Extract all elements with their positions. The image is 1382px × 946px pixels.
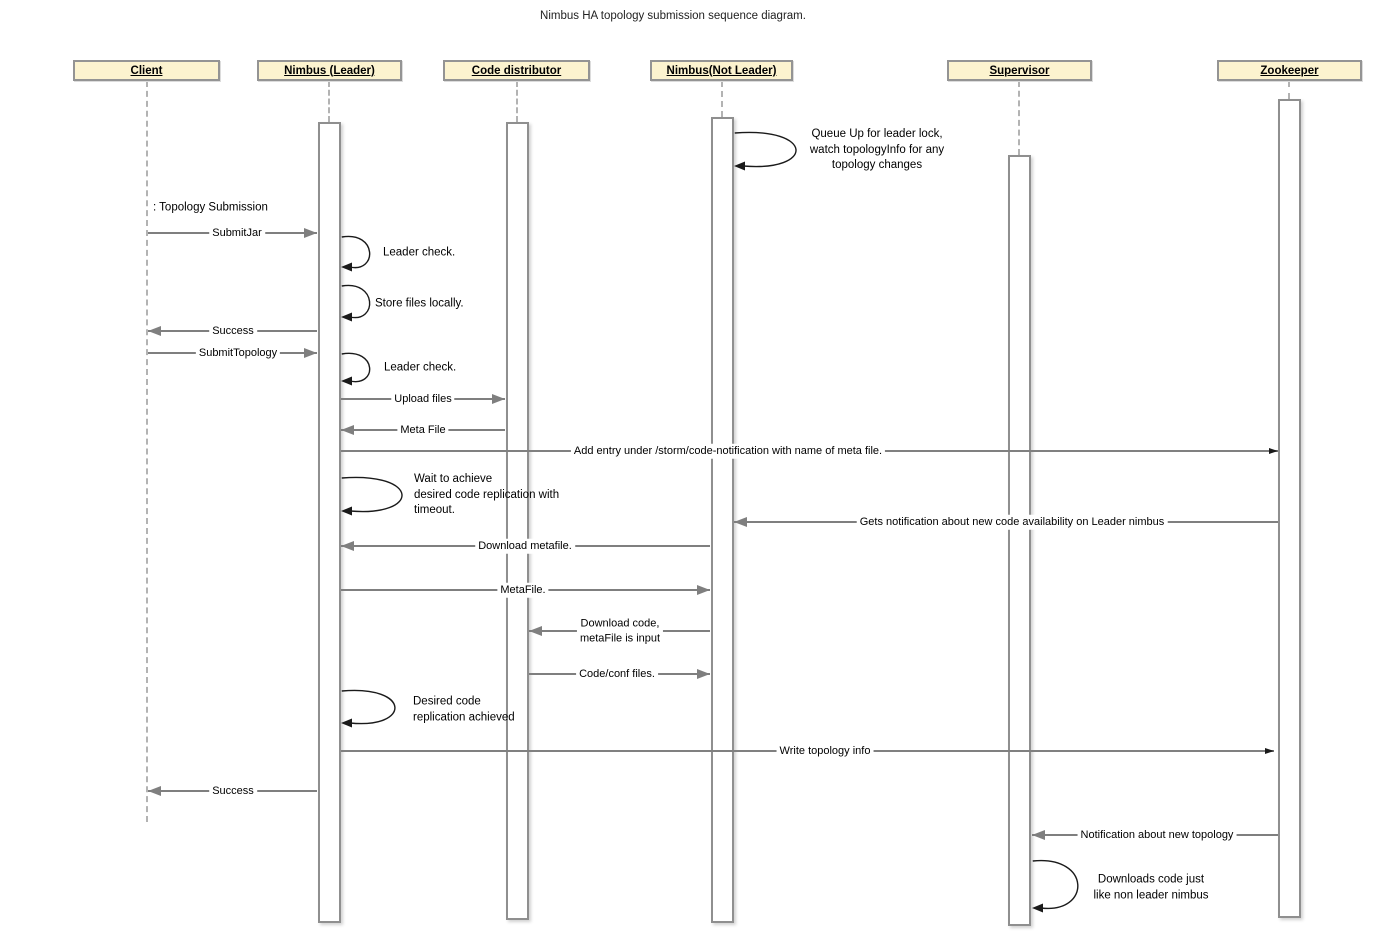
self-loop-label-desired-replication-loop: Desired code replication achieved xyxy=(413,695,515,724)
lifeline-client xyxy=(146,81,148,822)
participant-box-nimbus-not-leader: Nimbus(Not Leader) xyxy=(650,60,793,81)
message-label-add-entry: Add entry under /storm/code-notification… xyxy=(570,443,886,459)
arrowhead-notification-new-topology xyxy=(1032,830,1045,840)
self-loop-desired-replication-loop xyxy=(341,689,396,728)
lifeline-code-distributor xyxy=(516,81,518,122)
participant-label-supervisor: Supervisor xyxy=(989,64,1050,77)
arrowhead-upload-files xyxy=(492,394,505,404)
participant-box-supervisor: Supervisor xyxy=(947,60,1092,81)
lifeline-nimbus-not-leader xyxy=(721,81,723,117)
self-loop-store-files-loop xyxy=(341,284,371,322)
self-loop-label-store-files-loop: Store files locally. xyxy=(375,297,464,310)
self-loop-queue-up-loop xyxy=(734,131,797,171)
message-label-submit-jar: SubmitJar xyxy=(209,225,265,241)
message-label-success-1: Success xyxy=(209,323,257,339)
participant-box-nimbus-leader: Nimbus (Leader) xyxy=(257,60,402,81)
participant-label-code-distributor: Code distributor xyxy=(471,64,562,77)
arrowhead-success-1 xyxy=(148,326,161,336)
message-label-write-topology-info: Write topology info xyxy=(776,743,874,759)
message-label-upload-files: Upload files xyxy=(391,391,455,407)
arrowhead-add-entry xyxy=(1269,447,1278,454)
arrowhead-download-metafile xyxy=(341,541,354,551)
self-loop-wait-replication-loop xyxy=(341,476,403,516)
participant-label-zookeeper: Zookeeper xyxy=(1260,64,1319,77)
participant-label-nimbus-not-leader: Nimbus(Not Leader) xyxy=(666,64,777,77)
message-label-notification-new-topology: Notification about new topology xyxy=(1077,827,1237,843)
activation-nimbus-leader xyxy=(317,122,341,923)
diagram-title: Nimbus HA topology submission sequence d… xyxy=(540,10,806,22)
arrowhead-submit-topology xyxy=(304,348,317,358)
lifeline-nimbus-leader xyxy=(328,81,330,122)
message-label-metafile: MetaFile. xyxy=(497,582,549,598)
message-label-meta-file: Meta File xyxy=(397,422,449,438)
activation-nimbus-not-leader xyxy=(710,117,734,923)
self-loop-label-leader-check-1-loop: Leader check. xyxy=(383,246,456,259)
arrowhead-gets-notification xyxy=(734,517,747,527)
message-label-gets-notification: Gets notification about new code availab… xyxy=(856,514,1168,530)
activation-supervisor xyxy=(1007,155,1031,926)
message-label-success-2: Success xyxy=(209,783,257,799)
participant-label-nimbus-leader: Nimbus (Leader) xyxy=(284,64,375,77)
lifeline-zookeeper xyxy=(1288,81,1290,99)
participant-label-client: Client xyxy=(130,64,163,77)
lifeline-supervisor xyxy=(1018,81,1020,155)
arrowhead-download-code xyxy=(529,626,542,636)
activation-code-distributor xyxy=(505,122,529,920)
message-label-download-metafile: Download metafile. xyxy=(475,538,575,554)
participant-box-zookeeper: Zookeeper xyxy=(1217,60,1362,81)
participant-box-client: Client xyxy=(73,60,220,81)
arrowhead-write-topology-info xyxy=(1265,747,1274,754)
self-loop-label-downloads-code-loop: Downloads code just like non leader nimb… xyxy=(1093,873,1209,902)
arrowhead-metafile xyxy=(697,585,710,595)
participant-box-code-distributor: Code distributor xyxy=(443,60,590,81)
message-label-download-code: Download code, metaFile is input xyxy=(576,616,664,646)
arrowhead-submit-jar xyxy=(304,228,317,238)
note-topology-submission-note: : Topology Submission xyxy=(153,201,268,214)
activation-zookeeper xyxy=(1277,99,1301,918)
message-label-code-conf-files: Code/conf files. xyxy=(576,666,658,682)
self-loop-label-wait-replication-loop: Wait to achieve desired code replication… xyxy=(414,472,560,516)
arrowhead-success-2 xyxy=(148,786,161,796)
self-loop-leader-check-2-loop xyxy=(341,352,371,386)
arrowhead-code-conf-files xyxy=(697,669,710,679)
arrowhead-meta-file xyxy=(341,425,354,435)
self-loop-label-leader-check-2-loop: Leader check. xyxy=(384,361,457,374)
self-loop-label-queue-up-loop: Queue Up for leader lock, watch topology… xyxy=(809,127,945,171)
message-label-submit-topology: SubmitTopology xyxy=(195,345,281,361)
self-loop-leader-check-1-loop xyxy=(341,235,371,272)
self-loop-downloads-code-loop xyxy=(1032,860,1079,913)
